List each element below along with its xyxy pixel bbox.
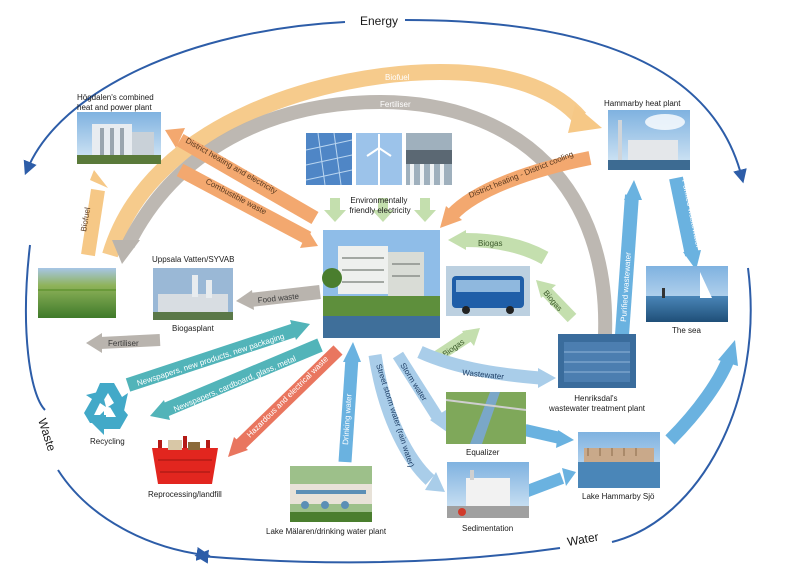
- biofuel-top-label: Biofuel: [385, 73, 410, 82]
- reprocessing-basket-picture: [148, 432, 222, 484]
- biofuel-left-flow: Biofuel: [79, 170, 108, 257]
- drinking-water-label: Drinking water: [341, 393, 354, 445]
- fertiliser-left-label: Fertiliser: [108, 339, 139, 348]
- recycling-label: Recycling: [90, 437, 125, 446]
- uppsala-picture: [153, 268, 233, 320]
- field-picture: [38, 268, 116, 318]
- equalizer-picture: [445, 392, 527, 444]
- henriksdal-label: Henriksdal's wastewater treatment plant: [548, 394, 646, 413]
- env-electricity-label: Environmentally friendly electricity: [349, 196, 410, 215]
- reprocessing-label: Reprocessing/landfill: [148, 490, 222, 499]
- fertiliser-left-flow: Fertiliser: [86, 333, 161, 353]
- solar-panel-picture: [305, 132, 353, 186]
- lake-malaren-label: Lake Mälaren/drinking water plant: [266, 527, 387, 536]
- biofuel-left-label: Biofuel: [79, 206, 92, 232]
- henriksdal-label-line1: Henriksdal's: [574, 394, 617, 403]
- wastewater-flow: Wastewater: [417, 346, 556, 388]
- equalizer-label: Equalizer: [466, 448, 500, 457]
- energy-cycle-label: Energy: [360, 14, 398, 28]
- sedimentation-to-lake-flow: [522, 468, 576, 498]
- hammarby-heat-plant-picture: [608, 110, 690, 170]
- sedimentation-picture: [447, 462, 529, 518]
- uppsala-label: Uppsala Vatten/SYVAB: [152, 255, 234, 264]
- sea-picture: [646, 266, 728, 322]
- city-center-picture: [322, 230, 440, 338]
- storm-water-label: Storm water: [398, 361, 429, 403]
- hogdalen-label: Högdalen's combined heat and power plant: [77, 93, 156, 112]
- sea-label: The sea: [672, 326, 701, 335]
- lake-hammarby-label: Lake Hammarby Sjö: [582, 492, 655, 501]
- food-waste-label: Food waste: [257, 292, 300, 305]
- henriksdal-picture: [558, 334, 636, 388]
- water-cycle-arrow: Water: [194, 267, 752, 564]
- biogas-1-label: Biogas: [478, 239, 502, 248]
- fertiliser-top-flow: Fertiliser: [112, 94, 613, 336]
- sedimentation-label: Sedimentation: [462, 524, 513, 533]
- henriksdal-label-line2: wastewater treatment plant: [548, 404, 646, 413]
- biogas-1-flow: Biogas: [448, 230, 549, 265]
- hogdalen-label-line2: heat and power plant: [77, 103, 153, 112]
- recycling-icon: [84, 383, 128, 435]
- biogasplant-label: Biogasplant: [172, 324, 215, 333]
- biogas-2-flow: Biogas: [536, 280, 577, 323]
- waste-cycle-label: Waste: [35, 417, 59, 454]
- energy-cycle-arrow: Energy: [23, 14, 747, 184]
- biofuel-top-flow: Biofuel: [102, 63, 602, 258]
- lake-malaren-picture: [290, 466, 372, 522]
- lake-hammarby-picture: [578, 432, 660, 488]
- env-electricity-label-line1: Environmentally: [350, 196, 407, 205]
- hydro-dam-picture: [406, 133, 452, 185]
- drinking-water-flow: Drinking water: [338, 342, 361, 463]
- bus-picture: [446, 266, 530, 316]
- wind-turbine-picture: [356, 133, 402, 185]
- purified-wastewater-1-flow: Purified wastewater: [615, 180, 642, 336]
- wastewater-label: Wastewater: [462, 368, 505, 381]
- fertiliser-top-label: Fertiliser: [380, 100, 411, 109]
- hogdalen-label-line1: Högdalen's combined: [77, 93, 154, 102]
- hogdalen-plant-picture: [77, 112, 161, 164]
- food-waste-flow: Food waste: [236, 285, 321, 310]
- water-cycle-label: Water: [566, 530, 600, 549]
- purified-wastewater-2-flow: Purified wastewater: [669, 176, 703, 270]
- green-electricity-arrows: [324, 198, 436, 222]
- equalizer-to-lake-flow: [523, 424, 574, 448]
- hammarby-heat-plant-label: Hammarby heat plant: [604, 99, 681, 108]
- env-electricity-label-line2: friendly electricity: [349, 206, 410, 215]
- lake-to-sea-flow: [665, 340, 738, 445]
